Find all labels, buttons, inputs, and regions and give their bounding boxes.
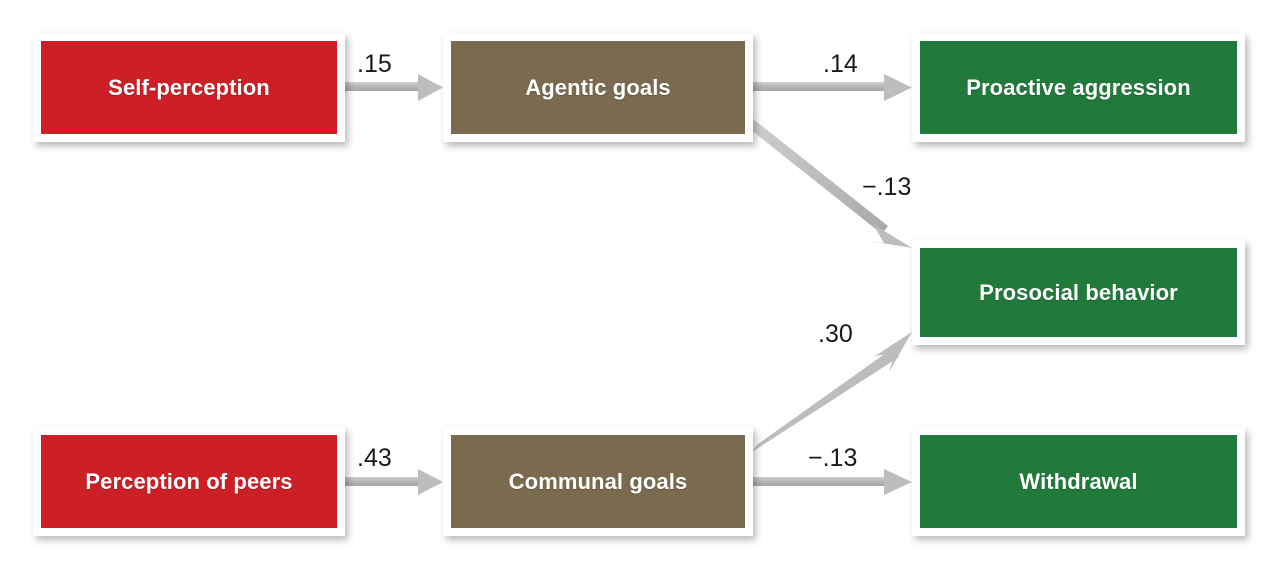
arrow-agentic-goals-to-proactive-aggression xyxy=(753,74,912,101)
edge-label-agentic-goals-to-prosocial-behavior: −.13 xyxy=(862,173,912,201)
arrow-communal-goals-to-prosocial-behavior xyxy=(752,332,912,452)
edge-label-perception-of-peers-to-communal-goals: .43 xyxy=(357,444,392,472)
node-fill: Agentic goals xyxy=(451,41,745,134)
node-label: Withdrawal xyxy=(1019,468,1138,494)
node-self-perception[interactable]: Self-perception xyxy=(33,33,345,142)
node-perception-of-peers[interactable]: Perception of peers xyxy=(33,427,345,536)
node-fill: Self-perception xyxy=(41,41,337,134)
node-withdrawal[interactable]: Withdrawal xyxy=(912,427,1245,536)
arrow-agentic-goals-to-prosocial-behavior xyxy=(746,118,912,248)
node-label: Communal goals xyxy=(508,468,688,494)
arrow-self-perception-to-agentic-goals xyxy=(345,74,443,101)
node-communal-goals[interactable]: Communal goals xyxy=(443,427,753,536)
arrow-perception-of-peers-to-communal-goals xyxy=(345,469,443,495)
node-fill: Perception of peers xyxy=(41,435,337,528)
node-fill: Communal goals xyxy=(451,435,745,528)
edge-label-agentic-goals-to-proactive-aggression: .14 xyxy=(823,50,858,78)
node-label: Prosocial behavior xyxy=(979,279,1178,305)
node-agentic-goals[interactable]: Agentic goals xyxy=(443,33,753,142)
edge-label-self-perception-to-agentic-goals: .15 xyxy=(357,50,392,78)
node-proactive-aggression[interactable]: Proactive aggression xyxy=(912,33,1245,142)
node-label: Agentic goals xyxy=(525,74,671,100)
edge-label-communal-goals-to-prosocial-behavior: .30 xyxy=(818,320,853,348)
node-label: Perception of peers xyxy=(85,468,293,494)
node-prosocial-behavior[interactable]: Prosocial behavior xyxy=(912,240,1245,345)
edge-label-communal-goals-to-withdrawal: −.13 xyxy=(808,444,858,472)
node-label: Proactive aggression xyxy=(966,74,1191,100)
arrow-communal-goals-to-withdrawal xyxy=(753,469,912,495)
node-label: Self-perception xyxy=(108,74,270,100)
node-fill: Prosocial behavior xyxy=(920,248,1237,337)
node-fill: Proactive aggression xyxy=(920,41,1237,134)
node-fill: Withdrawal xyxy=(920,435,1237,528)
